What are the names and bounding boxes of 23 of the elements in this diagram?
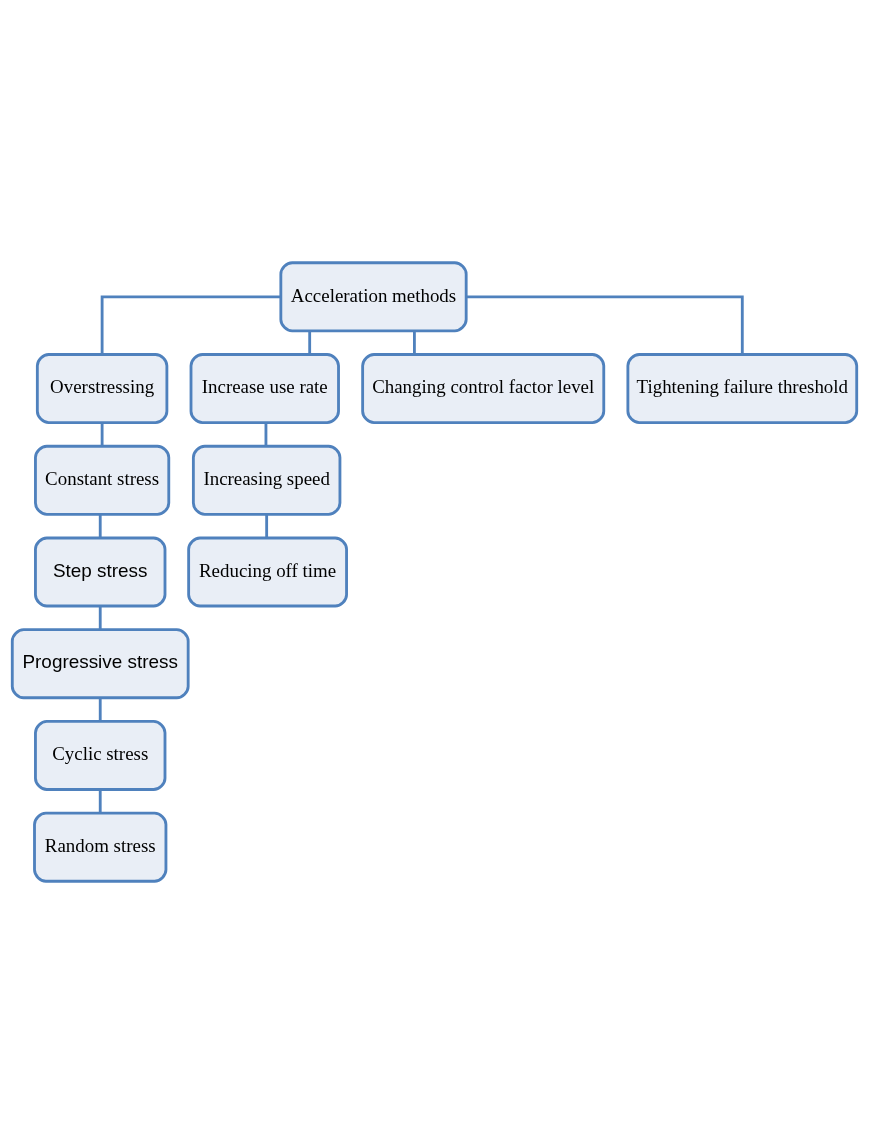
node-box: Increase use rate <box>189 352 340 424</box>
node-box: Increasing speed <box>191 444 342 516</box>
node-box: Step stress <box>34 536 167 607</box>
connector <box>308 330 312 354</box>
connector <box>413 330 416 354</box>
connector <box>264 422 268 446</box>
connector <box>98 513 102 538</box>
connector <box>100 294 281 354</box>
node-box: Overstressing <box>35 352 169 424</box>
node-box: Changing control factor level <box>361 352 606 424</box>
node-box: Cyclic stress <box>34 719 167 791</box>
connector <box>100 422 104 446</box>
node-box: Constant stress <box>34 444 171 516</box>
connector <box>98 605 102 630</box>
node-box: Acceleration methods <box>279 260 468 332</box>
node-box: Tightening failure threshold <box>626 352 859 424</box>
node-box: Progressive stress <box>10 627 190 699</box>
node-box: Random stress <box>33 811 168 883</box>
connector <box>466 294 744 354</box>
node-box: Reducing off time <box>187 536 348 607</box>
connector <box>98 697 102 721</box>
connector <box>265 513 269 538</box>
connector <box>98 789 102 813</box>
